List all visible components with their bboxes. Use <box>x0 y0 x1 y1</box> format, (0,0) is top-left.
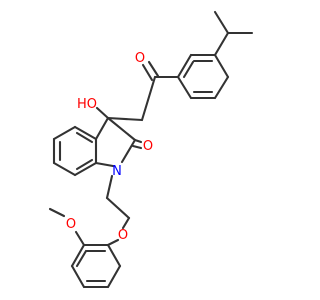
lactam-oxygen-label: O <box>143 139 153 154</box>
methoxy-group <box>48 207 86 247</box>
hydroxyl-bond <box>95 106 110 120</box>
methoxyphenyl-ring <box>70 243 122 289</box>
indole-benzene-ring <box>52 125 98 177</box>
methoxy-oxygen-label: O <box>66 217 76 232</box>
structure-canvas: O HO O N O O <box>48 10 254 289</box>
isopropyl-group <box>213 10 254 57</box>
ketone-linker <box>106 60 180 122</box>
lactam-carbonyl <box>131 138 143 150</box>
hydroxyl-label: HO <box>77 97 97 112</box>
lactam-ring <box>94 116 137 168</box>
ring-nitrogen-label: N <box>112 164 122 179</box>
molecule-structure: O HO O N O O <box>48 10 254 289</box>
ethoxy-chain <box>105 174 131 247</box>
ketone-oxygen-label: O <box>135 51 145 66</box>
isopropylphenyl-ring <box>176 53 230 100</box>
ether-oxygen-label: O <box>118 228 128 243</box>
